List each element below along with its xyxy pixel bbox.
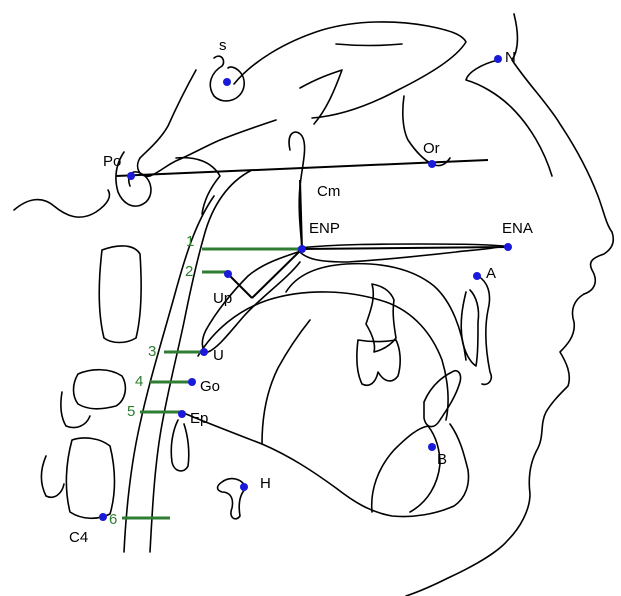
- label-go: Go: [200, 378, 220, 395]
- label-b: B: [437, 451, 447, 468]
- label-a: A: [486, 265, 496, 282]
- landmark-point-n: [494, 55, 502, 63]
- palatal-plane-line: [299, 246, 509, 250]
- upper-lip-outline: [405, 293, 585, 596]
- frontal-nasal-outline: [511, 13, 615, 295]
- label-n: N: [505, 49, 516, 66]
- landmark-point-a: [473, 272, 481, 280]
- label-or: Or: [423, 140, 440, 157]
- airway-number-2: 2: [185, 263, 193, 280]
- landmark-point-enp: [298, 245, 306, 253]
- landmark-point-po: [127, 172, 135, 180]
- posterior-pharyngeal-wall: [149, 169, 253, 553]
- nasion-inner-outline: [465, 59, 553, 177]
- frankfort-horizontal-line: [115, 159, 489, 177]
- label-h: H: [260, 475, 271, 492]
- skull-base-outline: [136, 69, 277, 178]
- label-ep: Ep: [190, 410, 208, 427]
- lower-molar-outline: [356, 339, 401, 387]
- sphenoid-outline: [233, 21, 467, 119]
- lower-incisor-outline: [423, 369, 462, 428]
- label-c4: C4: [69, 529, 88, 546]
- enp-up-line: [251, 248, 303, 299]
- soft-palate-outline: [201, 251, 301, 353]
- enp-cm-line: [299, 179, 303, 250]
- airway-measurements: 1 2 3 4 5 6: [109, 233, 302, 528]
- pterygomaxillary-outline: [288, 131, 306, 249]
- reference-lines: [115, 159, 509, 299]
- hard-palate-outline: [297, 243, 505, 263]
- up-link-line: [227, 273, 253, 299]
- ear-outline: [115, 151, 152, 207]
- landmark-point-go: [188, 378, 196, 386]
- label-u: U: [213, 347, 224, 364]
- airway-number-4: 4: [135, 373, 143, 390]
- label-po: Po: [103, 153, 121, 170]
- label-s: s: [219, 37, 227, 54]
- landmark-point-ena: [504, 243, 512, 251]
- orbit-outline: [402, 95, 451, 167]
- landmark-point-s: [223, 78, 231, 86]
- upper-incisor-outline: [460, 289, 480, 367]
- vertebra-c3-outline: [72, 368, 127, 410]
- mandible-outline: [185, 413, 470, 518]
- vertebra-c3-body-outline: [60, 391, 91, 429]
- epiglottis-outline: [170, 419, 190, 472]
- cervical-spine-front: [123, 195, 215, 553]
- landmark-point-or: [428, 160, 436, 168]
- tongue-outline: [197, 291, 449, 421]
- oral-cavity-outline: [285, 262, 467, 361]
- mandible-inner-outline: [370, 425, 441, 513]
- label-ena: ENA: [502, 220, 533, 237]
- landmark-labels: s N Po Or Cm ENP ENA A Up U Go Ep B H C4: [69, 37, 533, 546]
- airway-number-3: 3: [148, 343, 156, 360]
- landmark-points: [99, 55, 512, 521]
- landmark-point-b: [428, 443, 436, 451]
- landmark-point-u: [200, 348, 208, 356]
- landmark-point-up: [224, 270, 232, 278]
- ramus-outline: [261, 319, 311, 445]
- vertebra-c4-outline: [65, 437, 116, 520]
- landmark-point-c4: [99, 513, 107, 521]
- orbit-roof-outline: [335, 43, 403, 47]
- maxilla-front-outline: [477, 275, 493, 386]
- vertebra-c2-outline: [98, 245, 142, 344]
- landmark-point-h: [240, 483, 248, 491]
- mastoid-outline: [175, 156, 221, 215]
- label-cm: Cm: [317, 183, 340, 200]
- occipital-outline: [13, 189, 111, 218]
- airway-number-1: 1: [186, 233, 194, 250]
- label-enp: ENP: [309, 220, 340, 237]
- upper-molar-outline: [365, 283, 397, 353]
- airway-number-5: 5: [127, 403, 135, 420]
- vertebra-c4-body-outline: [40, 455, 65, 499]
- inner-skull-outline: [299, 69, 343, 125]
- label-up: Up: [213, 290, 232, 307]
- landmark-point-ep: [178, 410, 186, 418]
- airway-number-6: 6: [109, 511, 117, 528]
- anatomy-outlines: [13, 13, 615, 596]
